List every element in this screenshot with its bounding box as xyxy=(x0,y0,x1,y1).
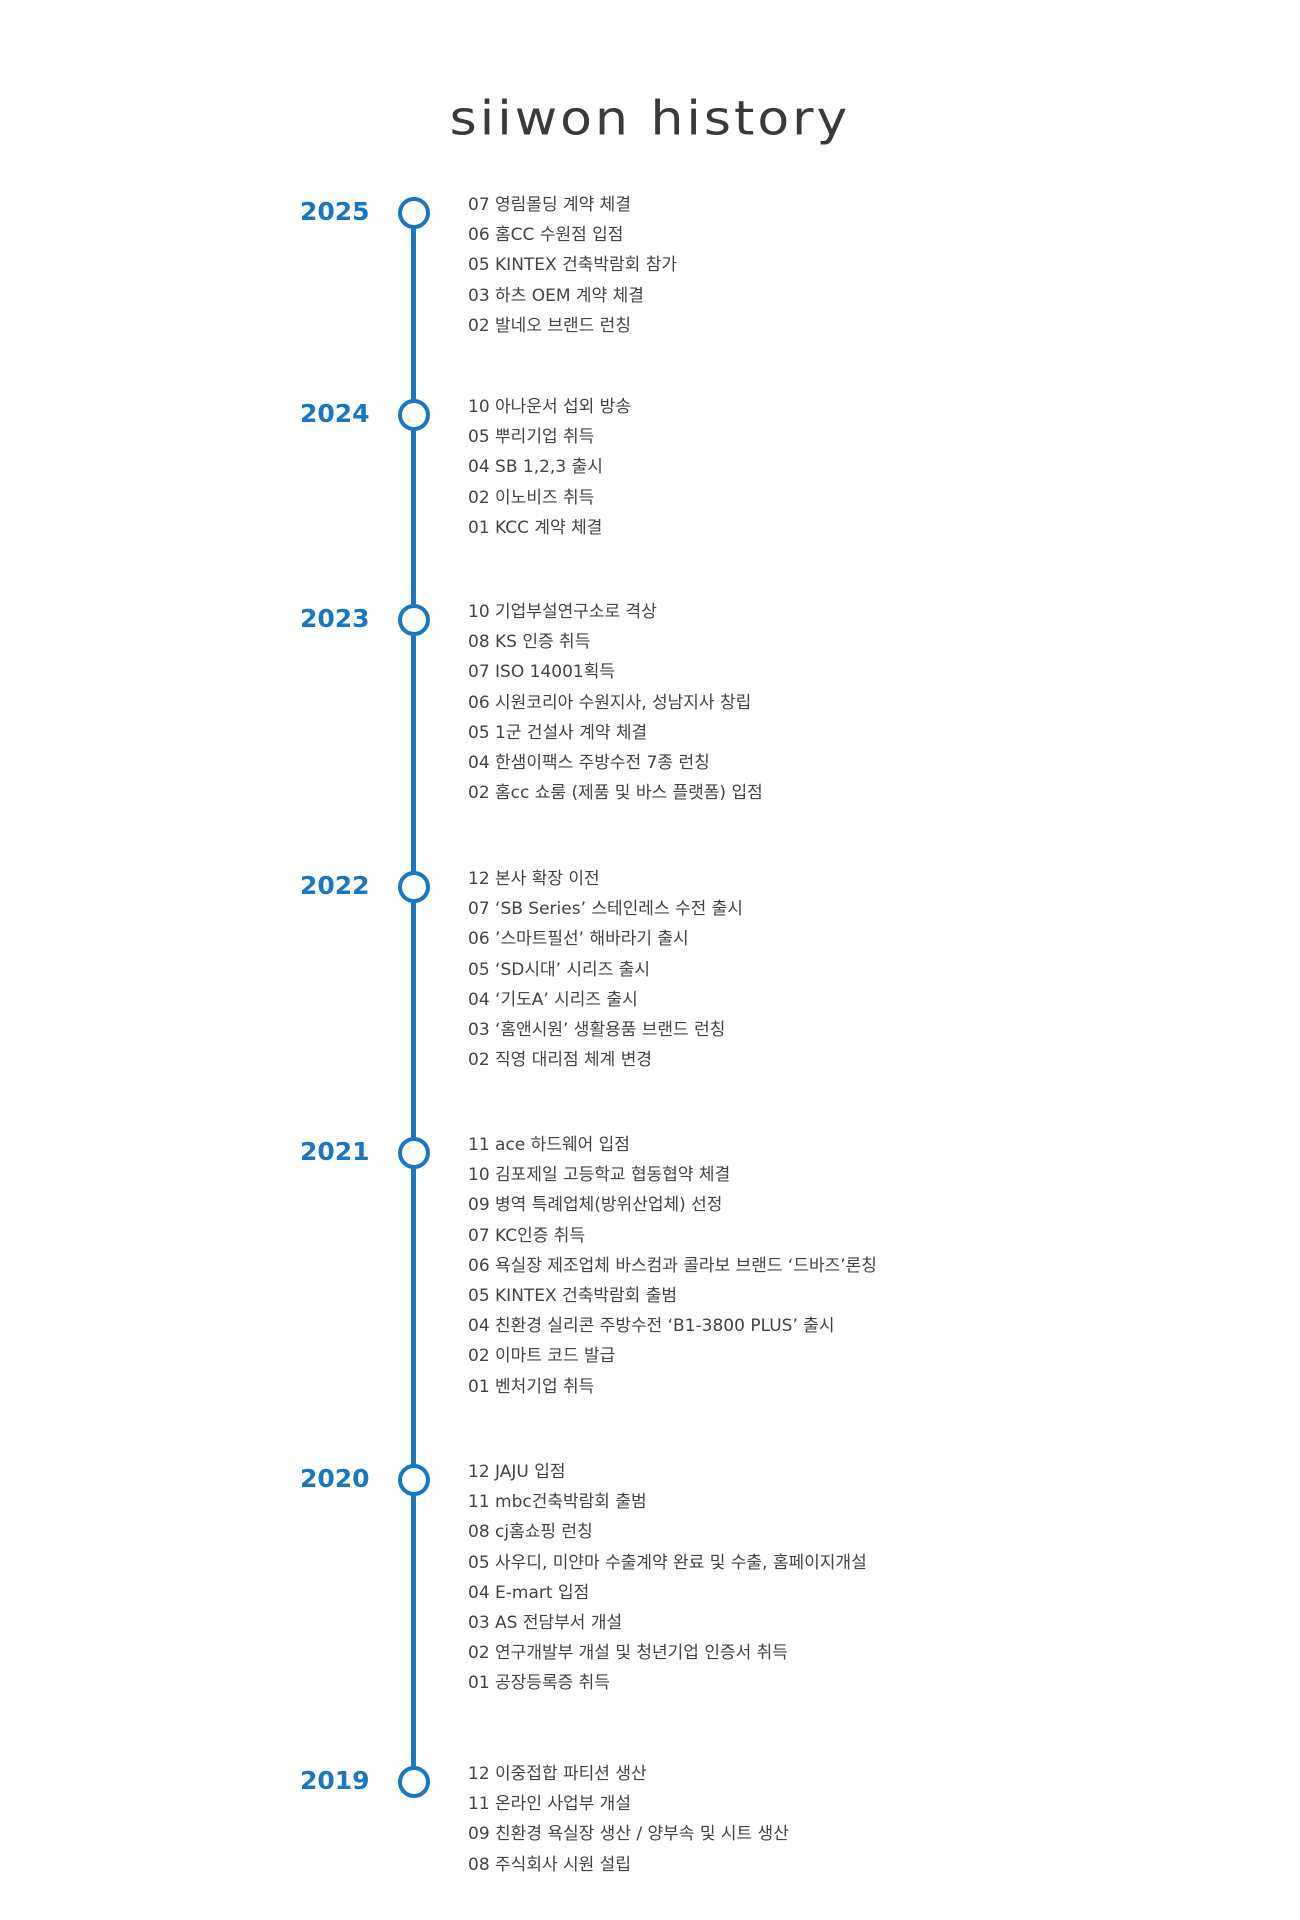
event-item: 05 사우디, 미얀마 수출계약 완료 및 수출, 홈페이지개설 xyxy=(468,1552,867,1573)
event-item: 09 병역 특례업체(방위산업체) 선정 xyxy=(468,1195,723,1216)
event-item: 07 ‘SB Series’ 스테인레스 수전 출시 xyxy=(468,899,743,920)
event-item: 06 홈CC 수원점 입점 xyxy=(468,225,624,246)
event-list: 11 ace 하드웨어 입점 10 김포제일 고등학교 협동협약 체결 09 병역 … xyxy=(468,1130,877,1402)
timeline-dot-icon xyxy=(398,1464,430,1496)
event-item: 12 이중접합 파티션 생산 xyxy=(468,1764,647,1784)
event-item: 05 ‘SD시대’ 시리즈 출시 xyxy=(468,959,651,980)
timeline-dot-icon xyxy=(398,604,430,636)
event-list: 12 본사 확장 이전 07 ‘SB Series’ 스테인레스 수전 출시 06 … xyxy=(468,864,743,1075)
event-item: 10 김포제일 고등학교 협동협약 체결 xyxy=(468,1165,731,1186)
event-item: 02 발네오 브랜드 런칭 xyxy=(468,315,631,336)
event-item: 04 친환경 실리콘 주방수전 ‘B1-3800 PLUS’ 출시 xyxy=(468,1316,835,1337)
event-list: 10 기업부설연구소로 격상 08 KS 인증 취득 07 ISO 14001획득 0… xyxy=(468,597,763,808)
event-list: 12 JAJU 입점 11 mbc건축박람회 출범 08 cj홈쇼핑 런칭 05 사우… xyxy=(468,1457,867,1699)
event-item: 06 욕실장 제조업체 바스컴과 콜라보 브랜드 ‘드바즈’론칭 xyxy=(468,1255,877,1276)
event-item: 04 SB 1,2,3 출시 xyxy=(468,457,603,478)
event-item: 05 1군 건설사 계약 체결 xyxy=(468,722,648,743)
year-label: 2019 xyxy=(300,1766,370,1795)
year-label: 2020 xyxy=(300,1464,370,1493)
page-title: siiwon history xyxy=(449,91,851,146)
event-item: 01 공장등록증 취득 xyxy=(468,1673,610,1694)
timeline-line xyxy=(411,212,416,1782)
event-item: 12 JAJU 입점 xyxy=(468,1462,566,1482)
event-item: 08 주식회사 시원 설립 xyxy=(468,1854,631,1875)
event-item: 01 KCC 계약 체결 xyxy=(468,517,603,538)
event-item: 11 온라인 사업부 개설 xyxy=(468,1794,631,1815)
year-label: 2024 xyxy=(300,399,370,428)
timeline-dot-icon xyxy=(398,197,430,229)
year-label: 2025 xyxy=(300,197,370,226)
event-item: 08 KS 인증 취득 xyxy=(468,632,591,653)
event-item: 11 mbc건축박람회 출범 xyxy=(468,1492,647,1513)
event-item: 03 ‘홈앤시원’ 생활용품 브랜드 런칭 xyxy=(468,1020,726,1041)
timeline-dot-icon xyxy=(398,1137,430,1169)
event-item: 04 E-mart 입점 xyxy=(468,1582,590,1603)
event-item: 05 KINTEX 건축박람회 참가 xyxy=(468,255,677,276)
event-list: 10 아나운서 섭외 방송 05 뿌리기업 취득 04 SB 1,2,3 출시 02 … xyxy=(468,392,631,543)
event-item: 07 영림몰딩 계약 체결 xyxy=(468,195,631,215)
event-item: 09 친환경 욕실장 생산 / 양부속 및 시트 생산 xyxy=(468,1824,789,1845)
event-item: 08 cj홈쇼핑 런칭 xyxy=(468,1522,593,1543)
event-item: 10 아나운서 섭외 방송 xyxy=(468,397,631,417)
event-item: 11 ace 하드웨어 입점 xyxy=(468,1135,630,1155)
timeline-dot-icon xyxy=(398,871,430,903)
timeline-dot-icon xyxy=(398,1766,430,1798)
event-item: 10 기업부설연구소로 격상 xyxy=(468,602,657,622)
event-item: 04 한샘이팩스 주방수전 7종 런칭 xyxy=(468,753,710,774)
event-item: 05 KINTEX 건축박람회 출범 xyxy=(468,1286,677,1307)
year-label: 2022 xyxy=(300,871,370,900)
event-item: 02 홈cc 쇼룸 (제품 및 바스 플랫폼) 입점 xyxy=(468,783,763,804)
event-item: 01 벤처기업 취득 xyxy=(468,1376,595,1397)
event-item: 02 연구개발부 개설 및 청년기업 인증서 취득 xyxy=(468,1643,788,1664)
event-item: 06 시원코리아 수원지사, 성남지사 창립 xyxy=(468,692,752,713)
event-item: 02 이노비즈 취득 xyxy=(468,487,595,508)
event-item: 03 AS 전담부서 개설 xyxy=(468,1613,623,1634)
year-label: 2023 xyxy=(300,604,370,633)
event-item: 12 본사 확장 이전 xyxy=(468,869,600,889)
timeline-dot-icon xyxy=(398,399,430,431)
event-item: 06 ’스마트필선’ 해바라기 출시 xyxy=(468,929,689,950)
event-item: 02 이마트 코드 발급 xyxy=(468,1346,616,1367)
event-item: 03 하츠 OEM 계약 체결 xyxy=(468,285,644,306)
event-item: 02 직영 대리점 체계 변경 xyxy=(468,1050,653,1071)
event-item: 04 ‘기도A’ 시리즈 출시 xyxy=(468,989,638,1010)
event-item: 07 ISO 14001획득 xyxy=(468,662,615,683)
year-label: 2021 xyxy=(300,1137,370,1166)
event-item: 07 KC인증 취득 xyxy=(468,1225,586,1246)
event-list: 07 영림몰딩 계약 체결 06 홈CC 수원점 입점 05 KINTEX 건축박람… xyxy=(468,190,677,341)
event-item: 05 뿌리기업 취득 xyxy=(468,427,595,448)
event-list: 12 이중접합 파티션 생산 11 온라인 사업부 개설 09 친환경 욕실장 생산… xyxy=(468,1759,789,1880)
